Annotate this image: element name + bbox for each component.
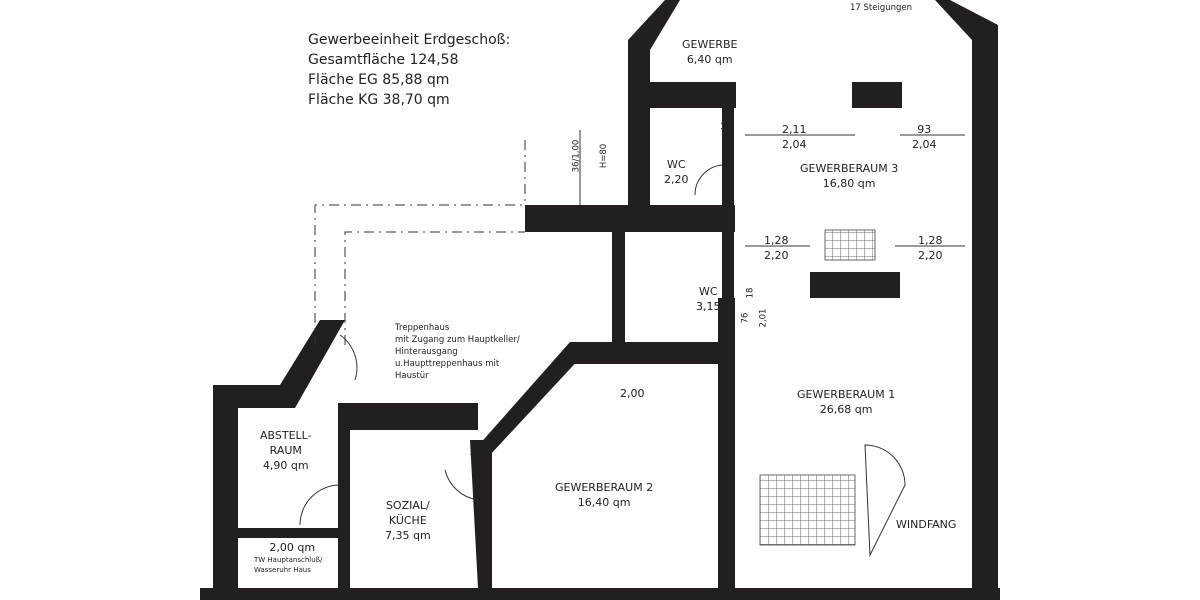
room-windfang: WINDFANG (896, 518, 957, 531)
wall-left-outer (213, 385, 238, 600)
door-arcs (299, 164, 906, 557)
room-area: 7,35 qm (385, 529, 431, 542)
room-note: Hinterausgang (395, 347, 458, 357)
wall-wc-gr3 (722, 108, 734, 298)
dimension-g3-top-right: 93 2,04 (912, 122, 937, 152)
room-area: 26,68 qm (819, 403, 873, 416)
wall-bottom (200, 588, 1000, 600)
room-note: u.Haupttreppenhaus mit (395, 359, 500, 369)
dimension-value: 2,04 (912, 138, 937, 151)
summary-line: Fläche EG 85,88 qm (308, 72, 450, 88)
dimension-g2-window: 2,00 (620, 387, 645, 400)
dimension-value: 93 (917, 123, 932, 136)
wall-kitchen-top (338, 403, 478, 430)
tile-hatching (759, 229, 876, 546)
room-area: 2,20 (664, 173, 689, 186)
room-name: WC (698, 285, 718, 298)
room-gewerberaum-2: GEWERBERAUM 2 16,40 qm (555, 480, 653, 510)
wall-top-left-diagonal (628, 0, 680, 50)
wall-abstell-diagonal (213, 320, 345, 408)
room-area: 3,15 (696, 300, 721, 313)
dimension-value: 2,11 (782, 123, 807, 136)
stairs-label: 17 Steigungen (850, 3, 913, 13)
wall-abstell-kitchen (338, 403, 350, 588)
wall-top-left (628, 40, 650, 205)
dimension-value: 2,20 (764, 249, 789, 262)
dimension-value: 2,04 (782, 138, 807, 151)
wall-wc2-left (612, 232, 625, 352)
walls (200, 0, 1000, 600)
wall-right (972, 25, 998, 600)
room-note: Haustür (395, 371, 429, 381)
room-note: TW Hauptanschluß/ (254, 556, 323, 564)
room-name: KÜCHE (388, 514, 427, 527)
room-wc-2: WC 3,15 (696, 284, 721, 314)
dimension-value: 1,28 (918, 234, 943, 247)
dimension-g3-bottom-right: 1,28 2,20 (918, 233, 943, 263)
room-gewerberaum-3: GEWERBERAUM 3 16,80 qm (800, 161, 898, 191)
room-name: WC (666, 158, 686, 171)
area-summary: Gewerbeeinheit Erdgeschoß: Gesamtfläche … (308, 30, 510, 110)
wall-middle-horizontal (525, 205, 735, 232)
wall-hausanschluss-top (238, 528, 338, 538)
wall-gewerbe-bottom-b (852, 82, 902, 108)
dimension-door-201: 2,01 (758, 308, 769, 328)
dimension-door-18: 18 (745, 287, 756, 299)
room-treppenhaus: Treppenhaus mit Zugang zum Hauptkeller/ … (395, 322, 520, 382)
dimension-door-76: 76 (740, 312, 751, 324)
room-note: Treppenhaus (395, 323, 450, 333)
dimension-g3-bottom-left: 1,28 2,20 (764, 233, 789, 263)
wall-gewerbe-bottom-a (628, 82, 736, 108)
room-area: 16,40 qm (577, 496, 631, 509)
room-area: 16,80 qm (822, 177, 876, 190)
dashed-outlines (314, 130, 965, 345)
window-dimension: 36/1,00 (571, 139, 582, 173)
room-area: 4,90 qm (262, 459, 309, 472)
wall-diagonal-gr2 (470, 342, 595, 455)
window-height: H=80 (599, 143, 610, 169)
summary-line: Gesamtfläche 124,58 (308, 52, 459, 68)
room-gewerbe: GEWERBE 6,40 qm (682, 37, 737, 67)
wall-gr3-bottom (810, 272, 900, 298)
room-name: RAUM (269, 444, 302, 457)
room-note: Wasseruhr Haus (254, 566, 311, 574)
room-area: 6,40 qm (686, 53, 733, 66)
room-gewerberaum-1: GEWERBERAUM 1 26,68 qm (797, 387, 895, 417)
summary-line: Fläche KG 38,70 qm (308, 92, 450, 108)
room-name: GEWERBERAUM 3 (800, 162, 899, 175)
room-name: GEWERBERAUM 2 (555, 481, 654, 494)
room-wc-1: WC 2,20 (664, 157, 689, 187)
room-name: GEWERBERAUM 1 (797, 388, 896, 401)
dimension-g3-top-left: 2,11 2,04 (782, 122, 807, 152)
room-abstellraum: ABSTELL- RAUM 4,90 qm (260, 428, 312, 473)
room-area: 2,00 qm (269, 541, 316, 554)
wall-top-right-diagonal (935, 0, 998, 40)
room-kueche: SOZIAL/ KÜCHE 7,35 qm (385, 498, 431, 543)
room-note: mit Zugang zum Hauptkeller/ (395, 335, 520, 345)
summary-title: Gewerbeeinheit Erdgeschoß: (308, 32, 511, 48)
dimension-value: 2,20 (918, 249, 943, 262)
room-name: SOZIAL/ (385, 499, 430, 512)
wall-gr2-top-diagonal (470, 440, 492, 588)
dimension-value: 1,28 (764, 234, 789, 247)
wall-wc2-bottom (570, 342, 735, 364)
wall-gr1-gr2 (718, 298, 735, 588)
dimension-wc-18: 18 (720, 122, 731, 132)
room-name: ABSTELL- (260, 429, 312, 442)
room-hausanschluss: 2,00 qm TW Hauptanschluß/ Wasseruhr Haus (254, 540, 322, 575)
room-name: GEWERBE (682, 38, 738, 51)
